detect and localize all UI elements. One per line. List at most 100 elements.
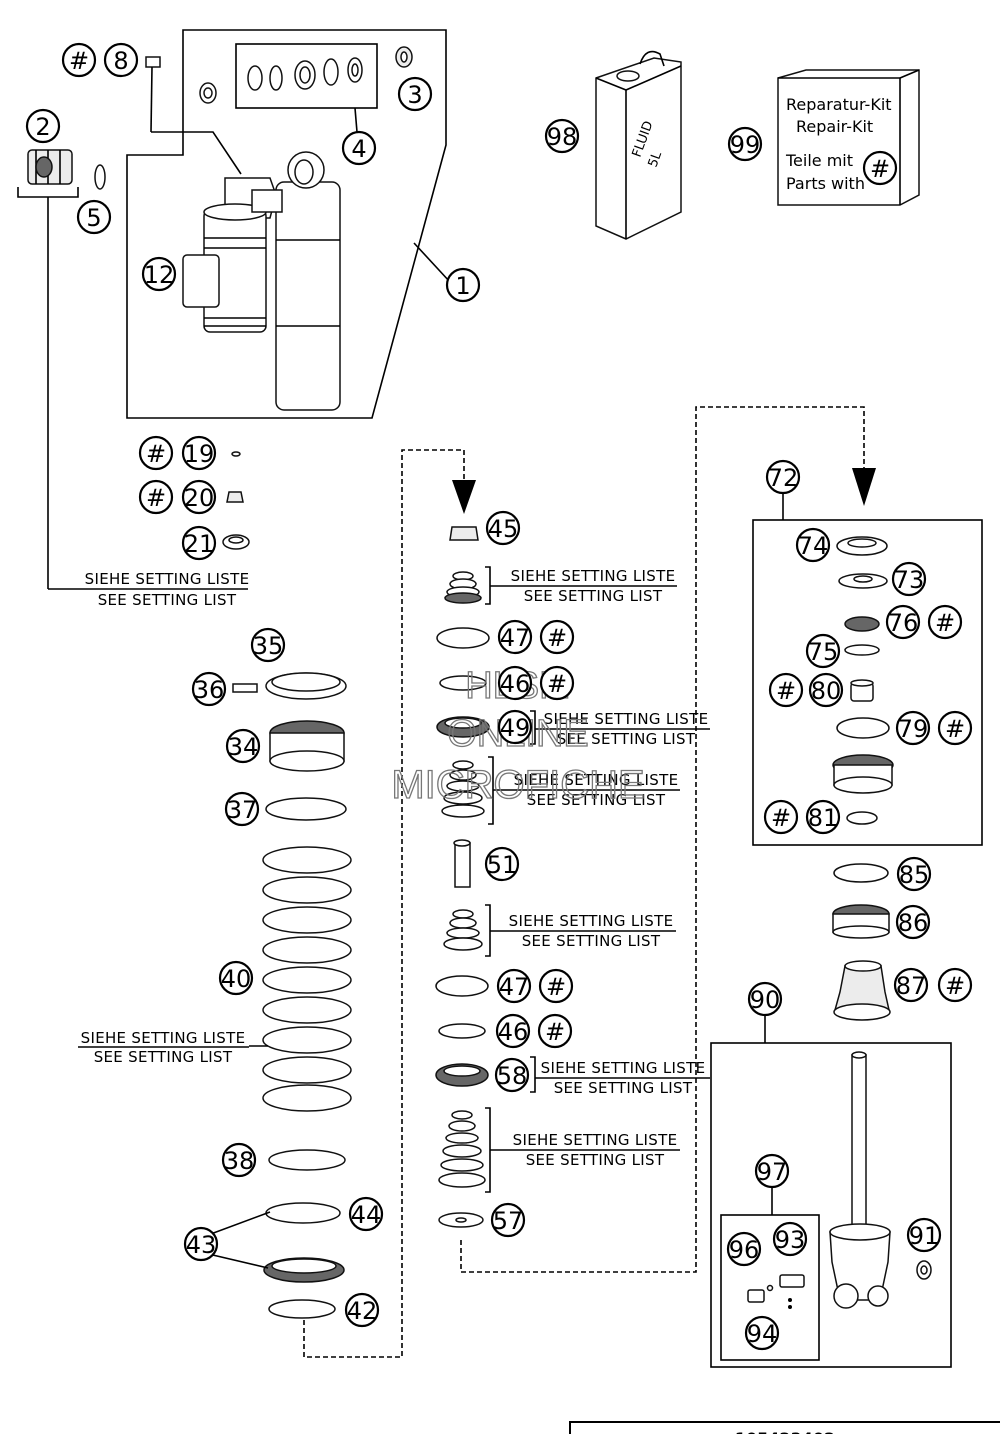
svg-text:98: 98 (547, 123, 578, 151)
part-number-callout-73: 73 (891, 561, 927, 597)
part-number-callout-36: 36 (191, 671, 227, 707)
piston-part-49 (436, 716, 490, 738)
fluid-can-label-2: 5L (646, 149, 666, 169)
repair-kit-line-2: Repair-Kit (796, 117, 873, 136)
svg-text:SIEHE SETTING LISTE: SIEHE SETTING LISTE (85, 570, 250, 588)
hash-callout: # (937, 967, 973, 1003)
shim-stack-2 (441, 760, 485, 818)
part-number-callout-57: 57 (490, 1202, 526, 1238)
setting-note-7: SIEHE SETTING LISTE SEE SETTING LIST (535, 1059, 710, 1097)
part-number-callout-44: 44 (348, 1196, 384, 1232)
part-number-callout-4: 4 (341, 130, 377, 166)
part-number-callout-51: 51 (484, 846, 520, 882)
svg-text:4: 4 (351, 135, 366, 163)
svg-text:49: 49 (500, 714, 531, 742)
svg-text:SEE SETTING LIST: SEE SETTING LIST (557, 730, 696, 748)
kit-box-72 (752, 519, 983, 846)
part-number-callout-49: 49 (497, 709, 533, 745)
svg-text:SIEHE SETTING LISTE: SIEHE SETTING LISTE (513, 1131, 678, 1149)
washer-part-38 (268, 1149, 346, 1171)
setting-note-3: SIEHE SETTING LISTE SEE SETTING LIST (535, 710, 710, 748)
hash-callout: # (539, 619, 575, 655)
part-19 (231, 451, 241, 457)
part-number-callout-20: 20 (181, 479, 217, 515)
spring-adjuster-part-35 (265, 672, 347, 700)
part-number-callout-74: 74 (795, 527, 831, 563)
hash-callout: # (61, 42, 97, 78)
svg-text:#: # (945, 715, 965, 743)
svg-text:96: 96 (729, 1236, 760, 1264)
hash-callout: # (763, 799, 799, 835)
part-number-callout-90: 90 (747, 981, 783, 1017)
o-ring-part-5 (94, 164, 106, 190)
drawing-number-box (569, 1421, 1000, 1434)
part-number-callout-47: 47 (496, 968, 532, 1004)
hash-callout: # (138, 435, 174, 471)
fluid-can-part-98 (595, 50, 682, 240)
svg-text:#: # (771, 804, 791, 832)
part-number-callout-3: 3 (397, 76, 433, 112)
part-number-callout-76: 76 (885, 604, 921, 640)
svg-text:SEE SETTING LIST: SEE SETTING LIST (527, 791, 666, 809)
bump-stop-part-87 (833, 960, 891, 1021)
part-number-callout-98: 98 (544, 118, 580, 154)
watermark: HLSM ONLINE MICROFICHE (391, 664, 646, 807)
svg-text:42: 42 (347, 1297, 378, 1325)
setting-note-5: SIEHE SETTING LISTE SEE SETTING LIST (490, 912, 676, 950)
part-number-callout-8: 8 (103, 42, 139, 78)
svg-text:79: 79 (898, 715, 929, 743)
part-number-callout-96: 96 (726, 1231, 762, 1267)
part-number-callout-1: 1 (445, 267, 481, 303)
svg-text:47: 47 (499, 973, 530, 1001)
part-number-callout-12: 12 (141, 256, 177, 292)
setting-note-8: SIEHE SETTING LISTE SEE SETTING LIST (490, 1131, 680, 1169)
setting-note-2: SIEHE SETTING LISTE SEE SETTING LIST (490, 567, 677, 605)
svg-text:#: # (146, 440, 166, 468)
washer-part-46-b (438, 1023, 486, 1039)
reservoir-cap-part-2 (27, 149, 73, 185)
seal-kit-box (235, 43, 378, 109)
svg-text:37: 37 (227, 796, 258, 824)
washer-part-47-a (436, 627, 490, 649)
hash-callout: # (537, 1013, 573, 1049)
ring-part-42 (268, 1299, 336, 1319)
svg-text:47: 47 (500, 624, 531, 652)
svg-text:8: 8 (113, 47, 128, 75)
part-number-callout-86: 86 (895, 904, 931, 940)
bushing-part-91 (916, 1260, 932, 1280)
svg-text:76: 76 (888, 609, 919, 637)
svg-text:#: # (547, 624, 567, 652)
svg-text:46: 46 (500, 670, 531, 698)
svg-text:#: # (945, 972, 965, 1000)
svg-text:#: # (870, 155, 890, 183)
svg-text:73: 73 (894, 566, 925, 594)
svg-text:87: 87 (896, 972, 927, 1000)
svg-text:12: 12 (144, 261, 175, 289)
svg-text:SIEHE SETTING LISTE: SIEHE SETTING LISTE (511, 567, 676, 585)
washer-part-37 (265, 797, 347, 821)
svg-text:43: 43 (186, 1231, 217, 1259)
svg-text:5: 5 (86, 204, 101, 232)
svg-text:34: 34 (228, 733, 259, 761)
svg-text:90: 90 (750, 986, 781, 1014)
svg-text:36: 36 (194, 676, 225, 704)
part-number-callout-35: 35 (250, 627, 286, 663)
svg-text:#: # (935, 609, 955, 637)
svg-text:#: # (146, 484, 166, 512)
shock-absorber-body (182, 151, 341, 411)
setting-note-4: SIEHE SETTING LISTE SEE SETTING LIST (493, 771, 680, 809)
part-number-callout-91: 91 (906, 1217, 942, 1253)
part-number-callout-42: 42 (344, 1292, 380, 1328)
svg-text:SIEHE SETTING LISTE: SIEHE SETTING LISTE (514, 771, 679, 789)
svg-text:58: 58 (497, 1062, 528, 1090)
shim-stack-4 (438, 1110, 486, 1188)
part-number-callout-87: 87 (893, 967, 929, 1003)
svg-text:38: 38 (224, 1147, 255, 1175)
part-number-callout-85: 85 (896, 856, 932, 892)
hash-callout: # (862, 150, 898, 186)
part-number-callout-58: 58 (494, 1057, 530, 1093)
washer-part-47-b (435, 975, 489, 997)
svg-text:57: 57 (493, 1207, 524, 1235)
svg-text:SIEHE SETTING LISTE: SIEHE SETTING LISTE (81, 1029, 246, 1047)
